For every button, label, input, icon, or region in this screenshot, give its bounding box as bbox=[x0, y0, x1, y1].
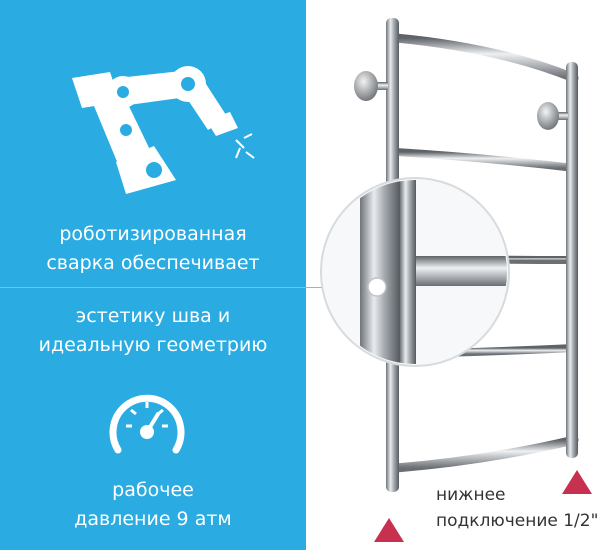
bottom-left-marker-icon bbox=[374, 518, 404, 542]
bottom-right-marker-icon bbox=[562, 470, 592, 494]
pressure-caption-line2: давление 9 атм bbox=[74, 508, 232, 530]
pressure-caption-line1: рабочее bbox=[112, 479, 194, 501]
connection-note-line2: подключение 1/2" bbox=[436, 511, 599, 531]
callout-line bbox=[0, 287, 380, 288]
seam-caption-line2: идеальную геометрию bbox=[38, 334, 268, 356]
seam-caption: эстетику шва и идеальную геометрию bbox=[0, 302, 306, 360]
pressure-caption: рабочее давление 9 атм bbox=[0, 476, 306, 534]
feature-panel: роботизированная сварка обеспечивает эст… bbox=[0, 0, 306, 550]
connection-note: нижнее подключение 1/2" bbox=[436, 482, 600, 550]
connection-note-line1: нижнее bbox=[436, 485, 506, 505]
robot-arm-welding-icon bbox=[72, 66, 255, 194]
welding-caption: роботизированная сварка обеспечивает bbox=[0, 220, 306, 278]
pressure-gauge-icon bbox=[109, 394, 185, 454]
welding-caption-line1: роботизированная bbox=[59, 223, 247, 245]
towel-rail-photo bbox=[320, 18, 579, 492]
seam-caption-line1: эстетику шва и bbox=[75, 305, 231, 327]
welding-caption-line2: сварка обеспечивает bbox=[46, 252, 260, 274]
